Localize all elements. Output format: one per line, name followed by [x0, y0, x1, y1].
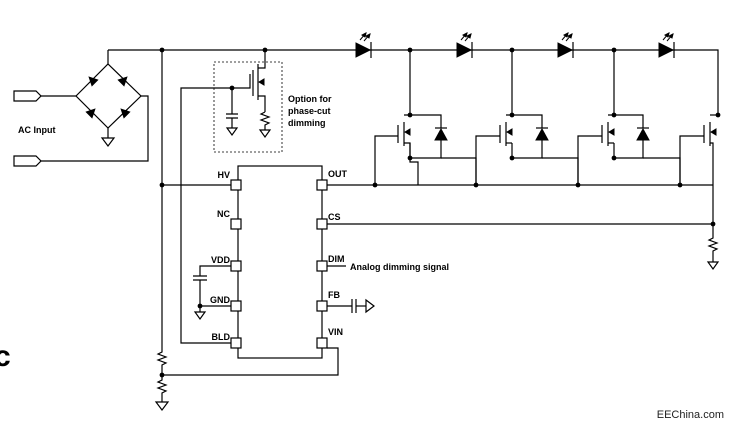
ac-input	[13, 90, 149, 167]
pin-cs	[316, 218, 328, 230]
pin-nc	[230, 218, 242, 230]
pin-label-gnd: GND	[210, 295, 231, 305]
pin-label-hv: HV	[217, 170, 230, 180]
switch-stage-3	[577, 50, 681, 185]
bld-wire	[180, 74, 251, 344]
pin-vdd	[230, 260, 242, 272]
ac-input-label: AC Input	[18, 125, 56, 135]
pin-label-fb: FB	[328, 290, 340, 300]
analog-dimming-label: Analog dimming signal	[350, 262, 449, 272]
option-label-line3: dimming	[288, 118, 326, 128]
top-rail	[108, 49, 719, 115]
led-2	[456, 32, 473, 58]
ground-symbol-left	[154, 401, 170, 411]
led-4	[658, 32, 675, 58]
bridge-rectifier	[75, 50, 142, 147]
pin-label-vdd: VDD	[211, 255, 231, 265]
led-1	[355, 32, 372, 58]
controller-ic	[237, 165, 323, 359]
option-label-line1: Option for	[288, 94, 332, 104]
pin-label-vin: VIN	[328, 327, 343, 337]
option-label-line2: phase-cut	[288, 106, 331, 116]
pin-fb	[316, 300, 328, 312]
pin-out	[316, 179, 328, 191]
led-string	[355, 32, 675, 58]
watermark: EEChina.com	[657, 409, 724, 421]
phase-cut-mosfet	[225, 50, 272, 139]
pin-label-out: OUT	[328, 169, 348, 179]
pin-hv	[230, 179, 242, 191]
switch-stage-1	[374, 50, 477, 185]
vdd-cap	[193, 265, 231, 321]
switch-stage-4	[679, 112, 721, 224]
ground-symbol-right	[706, 261, 720, 271]
pin-vin	[316, 337, 328, 349]
pin-gnd	[230, 300, 242, 312]
pin-dim	[316, 260, 328, 272]
pin-label-bld: BLD	[212, 332, 231, 342]
phase-cut-option-box	[213, 61, 283, 153]
led-3	[557, 32, 574, 58]
pin-label-nc: NC	[217, 209, 230, 219]
pin-label-dim: DIM	[328, 254, 345, 264]
fb-cap	[327, 298, 375, 314]
bridge-ground-symbol	[100, 137, 116, 147]
vin-wire	[162, 347, 339, 376]
pin-bld	[230, 337, 242, 349]
switch-stage-2	[475, 50, 579, 185]
edge-char: c	[0, 340, 11, 373]
pin-label-cs: CS	[328, 212, 341, 222]
